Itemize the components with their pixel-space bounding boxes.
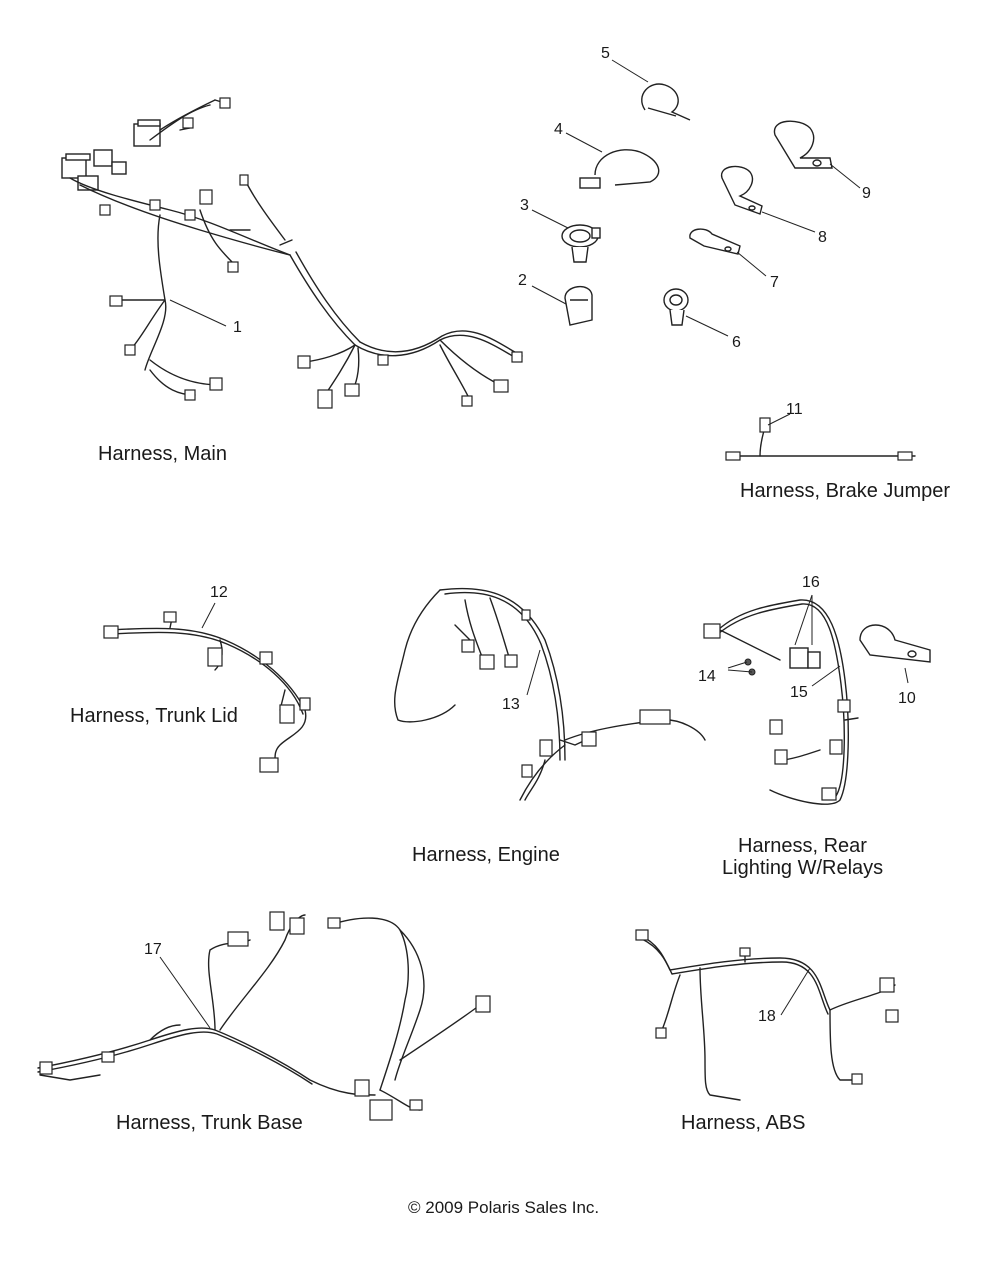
copyright-text: © 2009 Polaris Sales Inc.: [408, 1198, 599, 1217]
main-harness-drawing: [61, 97, 523, 409]
trunk-lid-harness-drawing: [103, 602, 311, 773]
label-harness-rear-line1: Harness, Rear: [738, 835, 867, 857]
label-harness-rear-line2: Lighting W/Relays: [722, 857, 883, 879]
brake-jumper-drawing: [725, 413, 916, 461]
callout-12: 12: [210, 584, 228, 601]
label-harness-trunk-lid: Harness, Trunk Lid: [70, 705, 238, 727]
label-harness-abs: Harness, ABS: [681, 1112, 806, 1134]
rear-lighting-harness-drawing: [703, 594, 931, 805]
callout-14: 14: [698, 668, 716, 685]
abs-harness-drawing: [635, 929, 899, 1101]
callout-4: 4: [554, 121, 563, 138]
callout-2: 2: [518, 272, 527, 289]
callout-7: 7: [770, 274, 779, 291]
label-harness-brake-jumper: Harness, Brake Jumper: [740, 480, 950, 502]
label-harness-engine: Harness, Engine: [412, 844, 560, 866]
callout-13: 13: [502, 696, 520, 713]
callout-5: 5: [601, 45, 610, 62]
callout-9: 9: [862, 185, 871, 202]
engine-harness-drawing: [394, 587, 706, 801]
callout-15: 15: [790, 684, 808, 701]
callout-16: 16: [802, 574, 820, 591]
callout-1: 1: [233, 319, 242, 336]
callout-17: 17: [144, 941, 162, 958]
callout-10: 10: [898, 690, 916, 707]
callout-3: 3: [520, 197, 529, 214]
label-harness-main: Harness, Main: [98, 443, 227, 465]
callout-11: 11: [786, 401, 803, 418]
callout-8: 8: [818, 229, 827, 246]
label-harness-trunk-base: Harness, Trunk Base: [116, 1112, 303, 1134]
trunk-base-harness-drawing: [37, 911, 491, 1121]
small-parts-drawing: [531, 59, 861, 337]
callout-18: 18: [758, 1008, 776, 1025]
callout-6: 6: [732, 334, 741, 351]
